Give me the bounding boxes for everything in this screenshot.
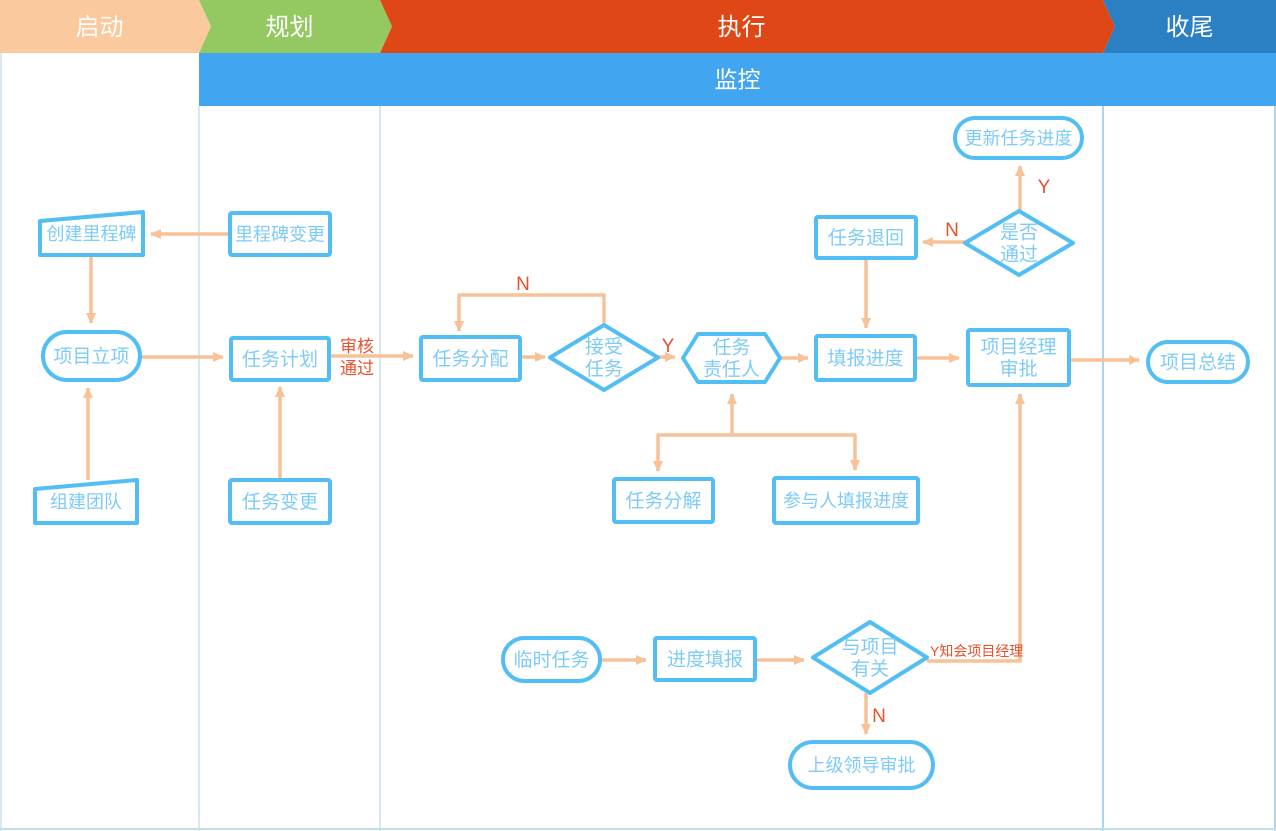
edge-accept-task-n-loop-to-task-assignment: [454, 293, 606, 332]
node-label-pass-check: 是否: [1000, 223, 1038, 244]
rect-shape: [966, 328, 1071, 387]
node-task-plan[interactable]: 任务计划: [229, 336, 331, 382]
node-label-task-owner: 任务: [712, 337, 750, 359]
node-label-project-related: 有关: [851, 658, 889, 680]
node-milestone-change[interactable]: 里程碑变更: [228, 211, 332, 257]
node-label-create-milestone: 创建里程碑: [47, 224, 137, 244]
rect-shape: [814, 215, 918, 260]
node-label-project-summary: 项目总结: [1160, 352, 1236, 374]
node-label-participant-progress: 参与人填报进度: [783, 491, 909, 511]
node-task-breakdown[interactable]: 任务分解: [612, 477, 715, 524]
node-label-pm-approval: 项目经理: [980, 336, 1056, 358]
node-label-accept-task: 任务: [585, 358, 623, 380]
edge-junction-to-participant-progress: [732, 433, 860, 471]
edge-junction-to-task-breakdown: [653, 433, 732, 472]
phase-banner-label-execute: 执行: [718, 14, 766, 41]
rect-shape: [229, 336, 331, 382]
phase-banner-execute: [380, 0, 1115, 53]
diamond-shape: [963, 209, 1075, 277]
node-layer: 创建里程碑里程碑变更项目立项任务计划组建团队任务变更任务分配接受任务任务责任人填…: [33, 116, 1250, 790]
rect-shape: [228, 211, 332, 257]
label-review-passed: 通过: [340, 359, 374, 378]
node-label-milestone-change: 里程碑变更: [235, 224, 325, 244]
label-n-accept-loop: N: [516, 274, 530, 295]
node-project-initiation[interactable]: 项目立项: [41, 330, 142, 382]
rect-shape: [653, 636, 757, 682]
stadium-shape: [1146, 340, 1250, 384]
phase-banner-label-start: 启动: [76, 14, 124, 41]
rect-shape: [419, 335, 522, 382]
swimlane-grid: [0, 53, 1276, 831]
label-review-passed: 审核: [340, 337, 374, 356]
node-participant-progress[interactable]: 参与人填报进度: [772, 476, 920, 525]
label-y-accept: Y: [662, 336, 675, 357]
phase-banner-plan: [199, 0, 392, 53]
hexagon-shape: [681, 332, 782, 384]
node-update-task-progress[interactable]: 更新任务进度: [953, 116, 1084, 160]
monitor-band: [199, 53, 1276, 106]
monitor-band-label: 监控: [715, 67, 761, 93]
edge-project-related-to-pm-approval: [927, 393, 1025, 663]
label-y-notify-pm: Y知会项目经理: [930, 643, 1023, 659]
node-report-progress[interactable]: 填报进度: [814, 334, 917, 382]
node-label-update-task-progress: 更新任务进度: [965, 128, 1073, 148]
node-label-task-change: 任务变更: [242, 491, 318, 513]
node-leader-approval[interactable]: 上级领导审批: [788, 740, 935, 790]
phase-banner-label-close: 收尾: [1166, 14, 1214, 41]
node-task-assignment[interactable]: 任务分配: [419, 335, 522, 382]
diamond-shape: [548, 323, 660, 392]
node-build-team[interactable]: 组建团队: [33, 478, 139, 525]
node-label-leader-approval: 上级领导审批: [808, 755, 916, 775]
node-label-project-related: 与项目: [841, 636, 898, 658]
node-task-change[interactable]: 任务变更: [228, 478, 332, 525]
node-create-milestone[interactable]: 创建里程碑: [38, 210, 145, 257]
node-label-project-initiation: 项目立项: [53, 346, 129, 368]
node-label-task-breakdown: 任务分解: [625, 490, 701, 512]
node-progress-report[interactable]: 进度填报: [653, 636, 757, 682]
stadium-shape: [501, 636, 602, 683]
rect-shape: [228, 478, 332, 525]
node-label-report-progress: 填报进度: [827, 348, 903, 370]
node-label-task-assignment: 任务分配: [432, 348, 508, 370]
card-shape: [33, 478, 139, 525]
node-label-accept-task: 接受: [585, 336, 623, 358]
node-task-return[interactable]: 任务退回: [814, 215, 918, 260]
node-label-progress-report: 进度填报: [667, 649, 743, 671]
label-y-pass-check: Y: [1038, 177, 1051, 198]
rect-shape: [772, 476, 920, 525]
phase-banner-close: [1103, 0, 1276, 53]
node-temp-task[interactable]: 临时任务: [501, 636, 602, 683]
node-label-pm-approval: 审批: [999, 358, 1037, 380]
stadium-shape: [953, 116, 1084, 160]
label-n-pass-check: N: [945, 220, 959, 241]
node-project-summary[interactable]: 项目总结: [1146, 340, 1250, 384]
diamond-shape: [811, 620, 929, 695]
rect-shape: [612, 477, 715, 524]
rect-shape: [814, 334, 917, 382]
card-shape: [38, 210, 145, 257]
phase-banner-start: [0, 0, 211, 53]
connector-layer: [83, 165, 1140, 735]
node-label-task-return: 任务退回: [828, 227, 904, 249]
node-label-temp-task: 临时任务: [513, 649, 589, 671]
phase-banner-label-plan: 规划: [266, 14, 314, 41]
node-label-task-owner: 责任人: [703, 359, 760, 381]
node-label-pass-check: 通过: [1000, 244, 1038, 266]
stadium-shape: [788, 740, 935, 790]
stadium-shape: [41, 330, 142, 382]
label-n-not-related: N: [872, 706, 886, 727]
node-label-build-team: 组建团队: [50, 492, 122, 512]
node-label-task-plan: 任务计划: [242, 349, 318, 371]
